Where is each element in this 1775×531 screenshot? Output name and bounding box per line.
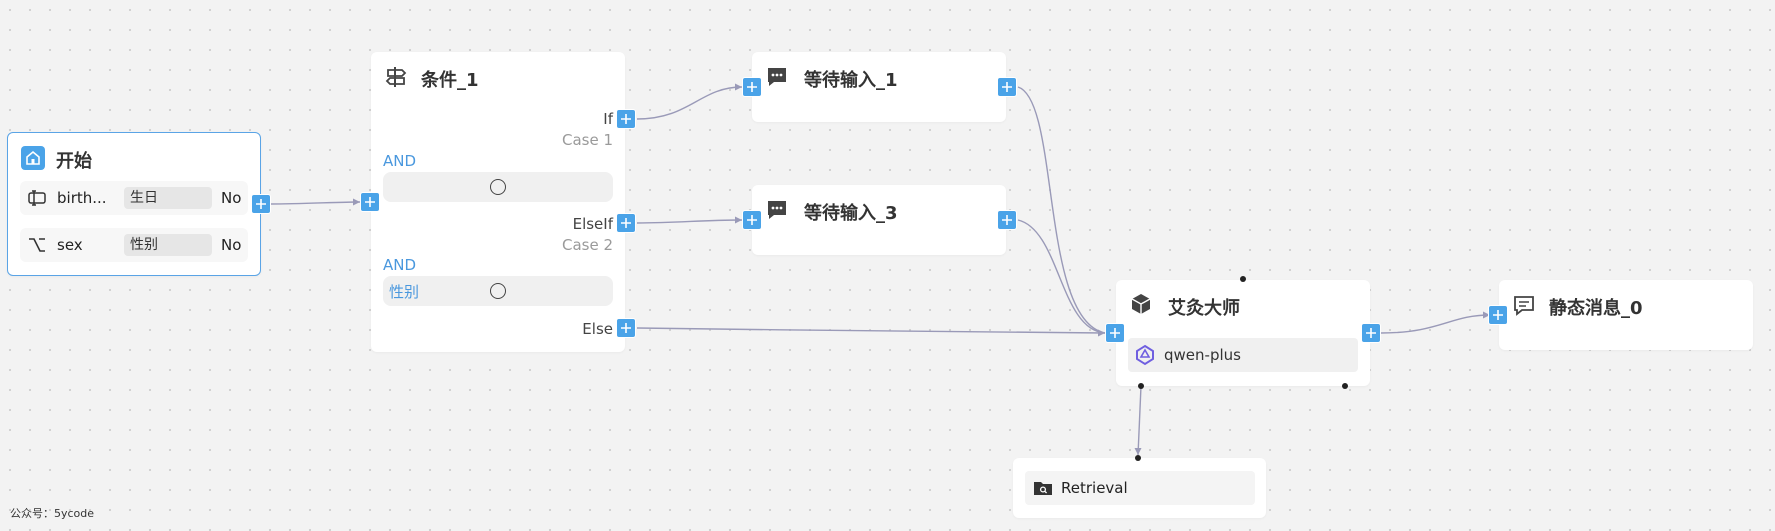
condition-row[interactable]: 性别 <box>383 276 613 306</box>
start-output-port[interactable] <box>251 194 271 214</box>
edge-wait3-to-agent <box>1017 219 1106 334</box>
edge-start-to-condition <box>270 201 361 205</box>
wait-input-1-node[interactable]: 等待输入_1 <box>752 52 1006 122</box>
home-icon <box>21 146 45 170</box>
start-node[interactable]: 开始 birth... 生日 No sex 性别 No <box>7 132 261 276</box>
arrowhead <box>1098 329 1105 337</box>
branch-elseif-label: ElseIf <box>572 215 613 233</box>
logic-operator-label: AND <box>383 152 417 170</box>
arrowhead <box>1134 448 1142 455</box>
footer-watermark: 公众号：5ycode <box>10 507 95 520</box>
static-message-title: 静态消息_0 <box>1549 298 1643 319</box>
handle-dot[interactable] <box>1342 383 1348 389</box>
wait-input-1-out-port[interactable] <box>997 77 1017 97</box>
edge-agent-to-retrieval <box>1137 385 1142 456</box>
static-message-node[interactable]: 静态消息_0 <box>1499 280 1753 350</box>
agent-out-port[interactable] <box>1361 323 1381 343</box>
condition-text: 性别 <box>389 283 420 301</box>
circle-icon <box>490 179 506 195</box>
text-input-icon <box>27 189 47 211</box>
folder-search-icon <box>1033 479 1053 501</box>
agent-node[interactable]: 艾灸大师 qwen-plus <box>1116 280 1370 386</box>
variable-row[interactable]: birth... 生日 No <box>20 181 248 215</box>
arrowhead <box>353 198 360 206</box>
agent-node-title: 艾灸大师 <box>1168 298 1240 319</box>
agent-in-port[interactable] <box>1105 323 1125 343</box>
edge-else-to-agent <box>636 327 1106 334</box>
branch-elseif-port[interactable] <box>616 213 636 233</box>
wait-input-3-node[interactable]: 等待输入_3 <box>752 185 1006 255</box>
arrowhead <box>735 216 742 224</box>
wait-input-3-title: 等待输入_3 <box>804 203 898 224</box>
model-selector[interactable]: qwen-plus <box>1128 338 1358 372</box>
variable-name: sex <box>57 236 83 254</box>
handle-dot[interactable] <box>1240 276 1246 282</box>
edge-if-to-wait1 <box>636 86 743 120</box>
wait-input-1-in-port[interactable] <box>742 77 762 97</box>
variable-name: birth... <box>57 189 107 207</box>
signpost-icon <box>385 65 407 93</box>
retrieval-node[interactable]: Retrieval <box>1013 458 1266 518</box>
wait-input-1-title: 等待输入_1 <box>804 70 898 91</box>
start-node-title: 开始 <box>56 151 92 172</box>
branch-if-label: If <box>603 110 613 128</box>
logic-operator-label: AND <box>383 256 417 274</box>
condition-row[interactable] <box>383 172 613 202</box>
variable-label: 性别 <box>124 234 212 256</box>
edge-agent-to-static <box>1380 314 1491 334</box>
wait-input-3-out-port[interactable] <box>997 210 1017 230</box>
retrieval-row[interactable]: Retrieval <box>1025 471 1255 505</box>
qwen-logo-icon <box>1134 344 1156 370</box>
handle-dot[interactable] <box>1135 455 1141 461</box>
condition-node[interactable]: 条件_1 If Case 1 AND ElseIf Case 2 AND 性别 … <box>371 52 625 352</box>
handle-dot[interactable] <box>1138 383 1144 389</box>
branch-else-label: Else <box>582 320 613 338</box>
variable-row[interactable]: sex 性别 No <box>20 228 248 262</box>
branch-case-label: Case 2 <box>561 236 613 254</box>
arrowhead <box>735 83 742 91</box>
branch-else-port[interactable] <box>616 318 636 338</box>
static-message-in-port[interactable] <box>1488 305 1508 325</box>
retrieval-title: Retrieval <box>1061 479 1128 497</box>
condition-input-port[interactable] <box>360 192 380 212</box>
cube-icon <box>1130 293 1152 319</box>
variable-required: No <box>221 236 242 254</box>
edge-wait1-to-agent <box>1017 86 1106 334</box>
branch-if-port[interactable] <box>616 109 636 129</box>
model-name: qwen-plus <box>1164 346 1241 364</box>
condition-node-title: 条件_1 <box>421 70 479 91</box>
variable-required: No <box>221 189 242 207</box>
chat-bubble-icon <box>766 199 788 225</box>
message-icon <box>1513 294 1535 320</box>
edge-elseif-to-wait3 <box>636 219 743 224</box>
wait-input-3-in-port[interactable] <box>742 210 762 230</box>
variable-label: 生日 <box>124 187 212 209</box>
circle-icon <box>490 283 506 299</box>
branch-case-label: Case 1 <box>561 131 613 149</box>
chat-bubble-icon <box>766 66 788 92</box>
option-icon <box>27 236 47 258</box>
